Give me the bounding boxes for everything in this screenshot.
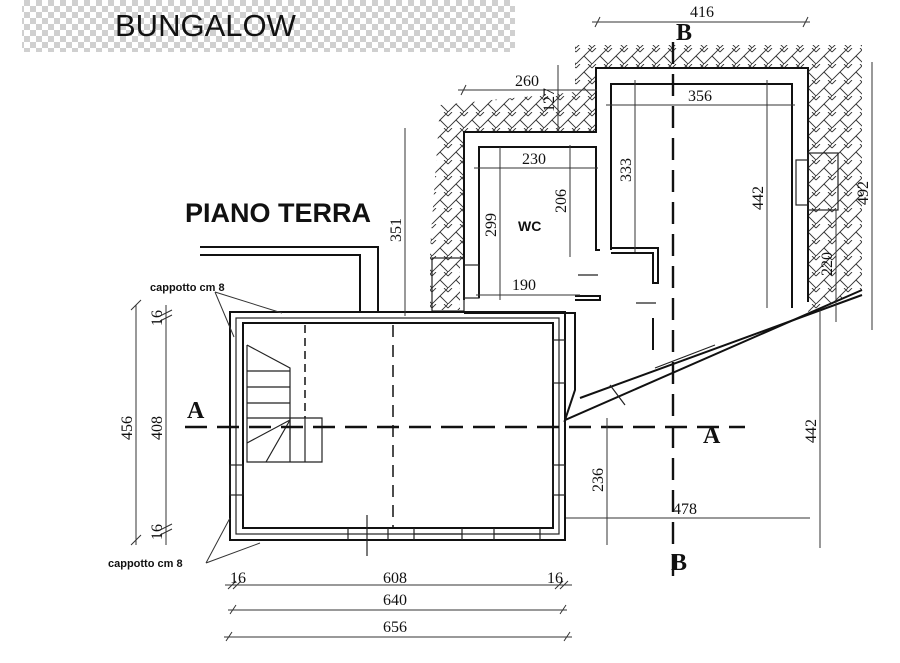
dim-442-right: 442 [803, 419, 820, 443]
title-banner: BUNGALOW [22, 0, 515, 52]
section-b-bottom: B [671, 550, 687, 576]
dimension-labels: 416 260 127 356 230 333 206 299 442 492 … [119, 4, 872, 636]
insulation-note-bottom: cappotto cm 8 [108, 558, 183, 570]
section-a-right: A [703, 423, 721, 449]
dim-416: 416 [690, 4, 714, 21]
dim-190: 190 [512, 277, 536, 294]
dim-640: 640 [383, 592, 407, 609]
dim-230: 230 [522, 151, 546, 168]
plan-title: BUNGALOW [115, 8, 297, 43]
dim-356: 356 [688, 88, 712, 105]
dim-408: 408 [149, 416, 166, 440]
note-leader-top [214, 291, 283, 338]
main-house [200, 246, 566, 556]
staircase [246, 344, 323, 463]
dim-492: 492 [855, 181, 872, 205]
dim-299: 299 [483, 213, 500, 237]
section-a-left: A [187, 398, 205, 424]
dim-656: 656 [383, 619, 407, 636]
dim-456: 456 [119, 416, 136, 440]
dim-236: 236 [590, 468, 607, 492]
dim-260: 260 [515, 73, 539, 90]
room-label-wc: WC [518, 218, 541, 234]
dim-16-right: 16 [547, 570, 563, 587]
earth-hatch [430, 45, 862, 312]
dim-220: 220 [819, 252, 836, 276]
dim-351: 351 [388, 218, 405, 242]
note-leader-bottom [205, 517, 261, 564]
dim-16-bottom: 16 [149, 524, 166, 540]
dim-16-top: 16 [149, 310, 166, 326]
section-b-top: B [676, 20, 692, 46]
dim-16-left: 16 [230, 570, 246, 587]
dim-206: 206 [553, 189, 570, 213]
dim-608: 608 [383, 570, 407, 587]
insulation-note-top: cappotto cm 8 [150, 282, 225, 294]
floor-label: PIANO TERRA [185, 198, 371, 228]
dim-127: 127 [541, 88, 558, 112]
dimension-lines [130, 16, 873, 642]
earth-hatch-small [430, 250, 460, 310]
dim-442-upper: 442 [750, 186, 767, 210]
dim-478: 478 [673, 501, 697, 518]
dim-333: 333 [618, 158, 635, 182]
